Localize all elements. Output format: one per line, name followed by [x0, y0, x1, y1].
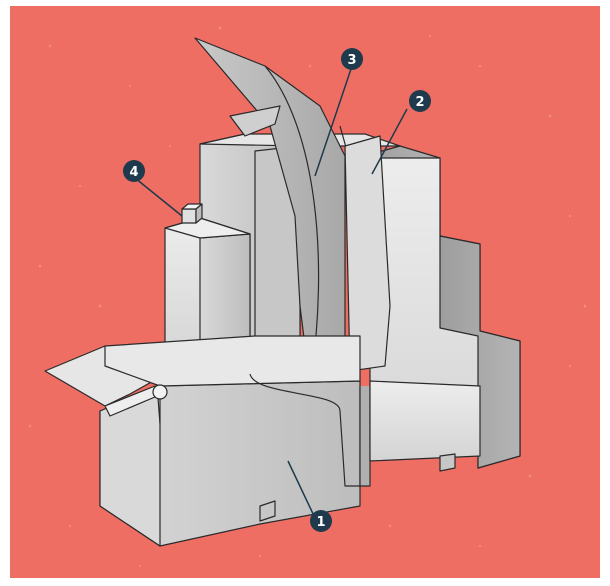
component-4-cube — [182, 209, 196, 223]
relay-cutaway-illustration: 1 2 3 4 — [10, 6, 600, 578]
diagram-canvas: 1 2 3 4 — [10, 6, 600, 578]
callout-3: 3 — [341, 48, 363, 70]
callout-4: 4 — [123, 160, 145, 182]
callout-1: 1 — [310, 510, 332, 532]
callout-2-label: 2 — [415, 95, 424, 110]
callout-2: 2 — [409, 90, 431, 112]
callout-3-label: 3 — [347, 53, 356, 68]
pivot-pin — [153, 385, 167, 399]
callout-1-label: 1 — [316, 515, 325, 530]
callout-4-label: 4 — [129, 165, 138, 180]
